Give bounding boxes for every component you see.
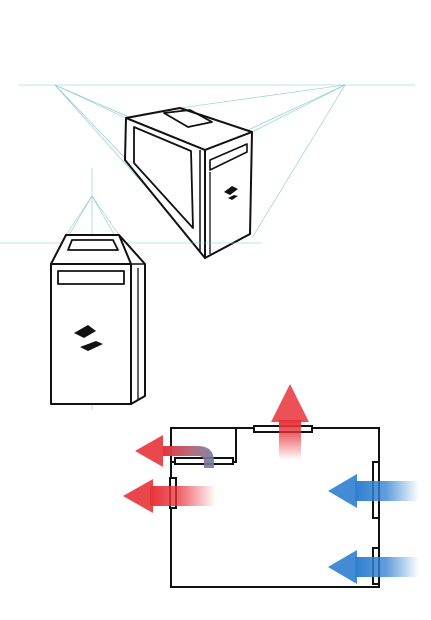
top-panel-window <box>163 109 213 128</box>
three-point-perspective-figure <box>18 84 415 259</box>
case-front-face <box>204 131 253 259</box>
vent-slash-icon <box>224 186 238 200</box>
vent-slash-icon <box>74 325 103 351</box>
front-drive-bay <box>57 270 125 285</box>
guide-line <box>91 195 120 236</box>
airflow-case-side-figure <box>123 384 419 588</box>
guide-line <box>179 84 346 109</box>
guide-line <box>251 84 346 239</box>
guide-line <box>251 84 346 133</box>
guide-line <box>65 195 93 236</box>
guide-line <box>54 84 127 119</box>
top-window <box>67 239 119 251</box>
one-point-perspective-figure <box>0 168 262 410</box>
three-point-case-body <box>124 107 253 259</box>
arrow-hot-exhaust-icon <box>135 435 214 468</box>
front-drive-bay <box>209 143 248 171</box>
case-front-face <box>50 263 132 405</box>
perspective-guide-lines <box>18 84 415 254</box>
guide-line <box>54 84 126 159</box>
arrow-cold-intake-icon <box>328 474 419 508</box>
second-case-body <box>50 234 146 405</box>
arrow-hot-exhaust-icon <box>271 384 309 460</box>
side-panel-window <box>133 126 194 229</box>
arrow-hot-exhaust-icon <box>123 479 216 513</box>
arrow-cold-intake-icon <box>328 550 419 584</box>
